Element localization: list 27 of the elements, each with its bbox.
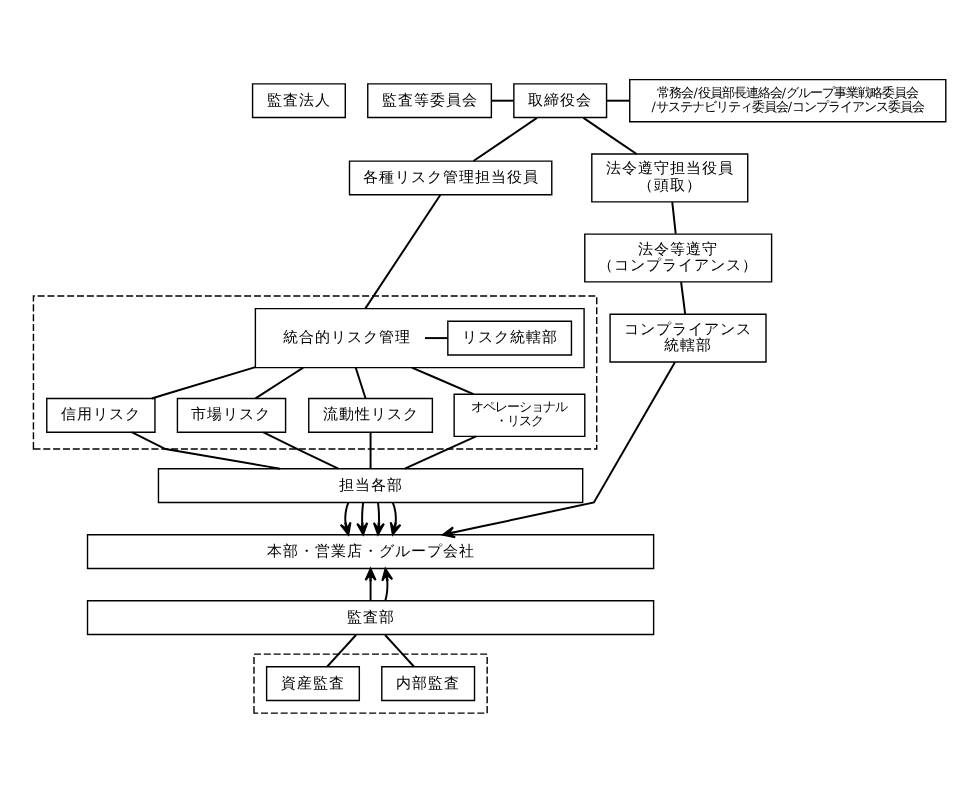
connector [605,99,631,102]
arrow [356,501,369,536]
connector [131,431,281,470]
arrow [442,361,676,539]
connector [254,366,305,400]
connector [680,281,687,315]
arrow [339,501,352,536]
connector [262,431,340,470]
arrow [364,567,377,602]
connector [354,366,367,400]
cluster [253,653,488,714]
connector [326,634,357,668]
arrow [381,567,394,602]
connector [472,116,538,163]
connector [150,366,257,400]
connector [490,99,515,102]
connector [410,366,475,396]
connector [671,201,677,235]
connector [369,431,372,470]
connector [364,194,442,310]
connector [424,337,449,340]
connector [403,435,477,470]
connector [384,634,415,668]
cluster [254,307,585,369]
cluster [32,295,598,450]
arrow [389,501,402,536]
arrow [372,501,385,536]
